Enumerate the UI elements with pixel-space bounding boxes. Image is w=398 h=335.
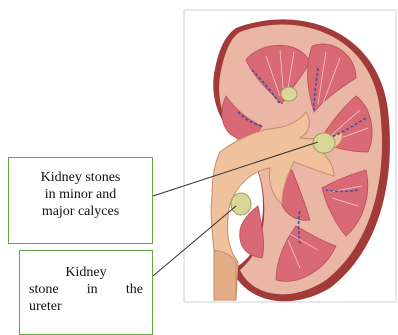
label-line: stone in the [29, 281, 143, 298]
label-line: Kidney stones [9, 169, 152, 186]
label-ureter-stone: Kidney stone in the ureter [19, 250, 153, 335]
stone-upper-calyx [281, 87, 297, 101]
label-line: Kidney [29, 264, 143, 281]
ureter [214, 250, 236, 300]
label-line: ureter [29, 298, 143, 315]
label-line: major calyces [9, 203, 152, 220]
label-line: in minor and [9, 186, 152, 203]
stone-ureter [231, 193, 251, 215]
label-calyces-stones: Kidney stones in minor and major calyces [8, 157, 153, 244]
